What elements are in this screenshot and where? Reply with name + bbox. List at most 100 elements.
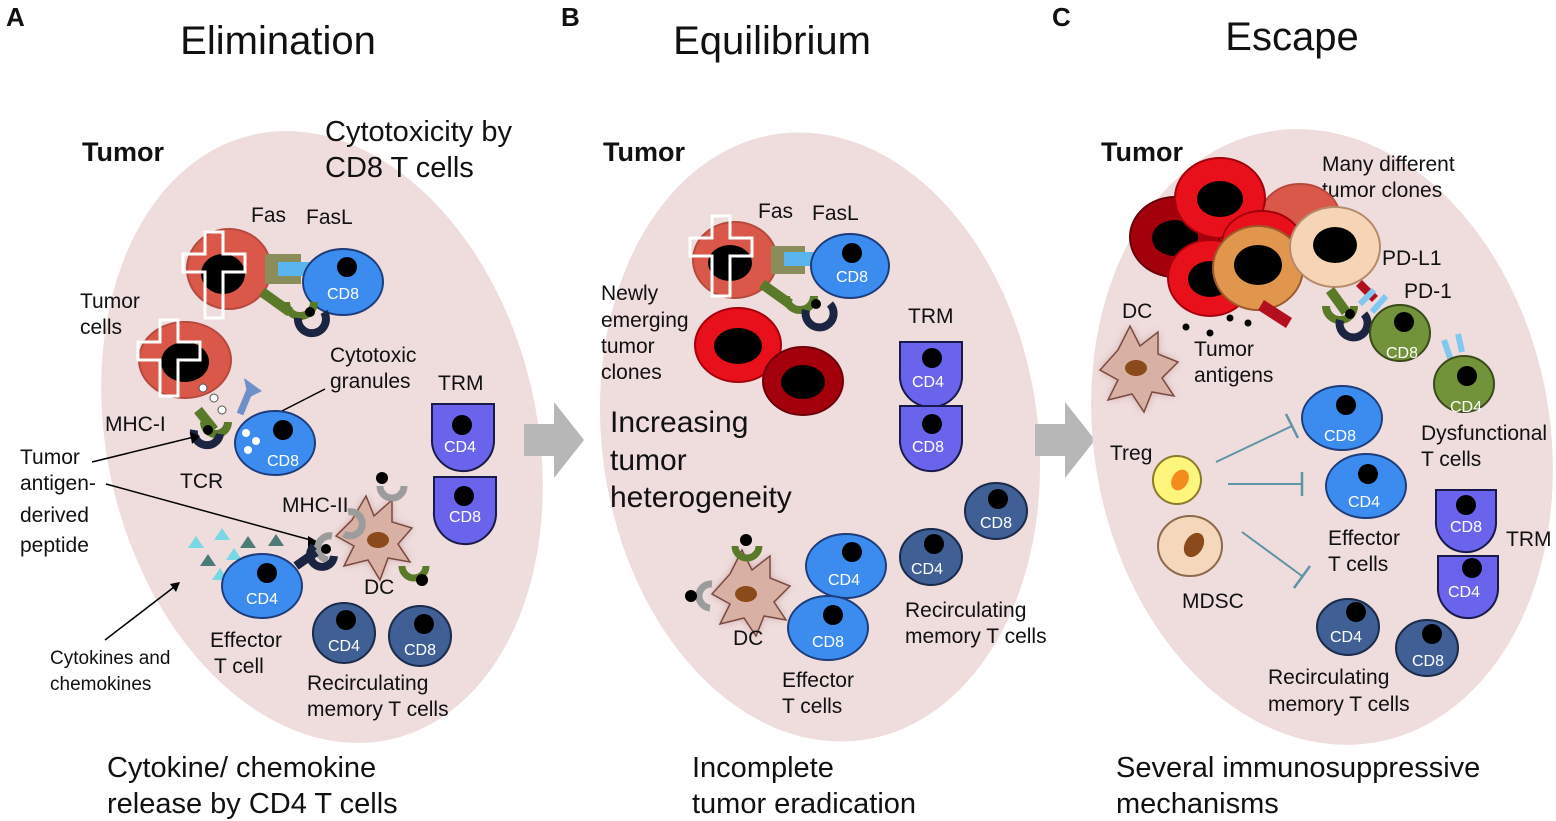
inhibition-line [1215, 425, 1293, 463]
cell-death-cross [136, 318, 202, 398]
cd4-label: CD4 [828, 572, 860, 589]
trm-cd8-cell [898, 405, 963, 472]
cd8-label: CD8 [912, 439, 944, 456]
tumor-clone-nucleus [1197, 181, 1243, 217]
fas-label: Fas [758, 200, 793, 223]
pointer-line [105, 483, 319, 543]
fasl-label: FasL [812, 202, 859, 225]
recirc-label-line1: Recirculating [905, 599, 1026, 622]
antigen-dot [1182, 323, 1190, 331]
effector-label-line2: T cells [1328, 553, 1388, 576]
cell-nucleus [414, 614, 434, 634]
peptide [305, 307, 315, 317]
cytokine-release-caption-line2: release by CD4 T cells [107, 788, 398, 820]
trm-label: TRM [1506, 528, 1552, 551]
tumor-cells-label-line2: cells [80, 316, 122, 339]
cd8-label: CD8 [1324, 428, 1356, 445]
panel-c: C Escape Tumor Many different tumor clon… [1052, 2, 1553, 820]
cytokine-marker [200, 554, 216, 566]
tcr-label: TCR [180, 470, 223, 493]
effector-label-line1: Effector [782, 669, 854, 692]
peptide [1345, 309, 1355, 319]
many-clones-line2: tumor clones [1322, 179, 1442, 202]
cell-nucleus [823, 605, 843, 625]
trm-cd4-cell [430, 403, 495, 472]
pd-1-label: PD-1 [1404, 280, 1452, 303]
tumor-label-a: Tumor [82, 137, 164, 167]
pointer-arrowhead [190, 432, 200, 444]
cytotoxic-granules-line1: Cytotoxic [330, 344, 416, 367]
fas-label: Fas [251, 204, 286, 227]
trm-cd8-cell [1434, 489, 1497, 554]
peptide-label-line2: antigen- [20, 472, 96, 495]
peptide [203, 425, 213, 435]
many-clones-line1: Many different [1322, 153, 1455, 176]
heterogeneity-label-line3: heterogeneity [610, 481, 792, 514]
newly-label-line1: Newly [601, 282, 659, 305]
cytokines-label-line1: Cytokines and [50, 648, 170, 669]
trm-label: TRM [438, 372, 484, 395]
cytokine-marker [268, 534, 284, 546]
tumor-label-c: Tumor [1101, 137, 1183, 167]
peptide [416, 574, 428, 586]
trm-label: TRM [908, 305, 954, 328]
cd8-effector-cell [234, 410, 316, 476]
dc-nucleus [735, 586, 757, 602]
memory-cd8-cell [1395, 619, 1459, 677]
newly-label-line3: tumor [601, 335, 655, 358]
antigen-dot [1206, 329, 1214, 337]
mhc-i-label: MHC-I [105, 413, 166, 436]
cytokine-marker [226, 548, 242, 560]
cell-nucleus [988, 489, 1008, 509]
panel-c-letter: C [1052, 2, 1071, 32]
cell-nucleus [1346, 602, 1366, 622]
peptide [811, 299, 821, 309]
pointer-line [277, 388, 326, 414]
cytokine-marker [214, 528, 230, 540]
transition-arrow-b-c [1035, 402, 1095, 478]
cd8-label: CD8 [812, 634, 844, 651]
pd-1-molecule [1357, 287, 1389, 314]
heterogeneity-label-line1: Increasing [610, 406, 748, 439]
cell-nucleus [336, 610, 356, 630]
cd8-label: CD8 [1386, 345, 1418, 362]
mhc-i-molecule [731, 545, 763, 562]
cytotoxic-granules-line2: granules [330, 370, 411, 393]
cd8-label: CD8 [404, 642, 436, 659]
antigens-label-line2: antigens [1194, 364, 1273, 387]
pd-l1-on-clone [1258, 300, 1292, 328]
tcr-receptor [1335, 311, 1372, 342]
treg-label: Treg [1110, 442, 1152, 465]
peptide [376, 472, 388, 484]
cell-death-cross [181, 230, 247, 320]
dc-label: DC [364, 576, 394, 599]
panel-a-title: Elimination [180, 19, 376, 63]
heterogeneity-label-line2: tumor [610, 444, 687, 477]
cd8-effector-cell [787, 595, 869, 661]
immunosuppressive-caption-line2: mechanisms [1116, 788, 1279, 820]
cd8-label: CD8 [836, 269, 868, 286]
dc-label: DC [733, 627, 763, 650]
mhc-ii-molecule [376, 485, 408, 502]
cd4-label: CD4 [1348, 494, 1380, 511]
effector-label-line2: T cell [214, 655, 264, 678]
tumor-clone-nucleus [714, 328, 762, 364]
cell-nucleus [1394, 312, 1414, 332]
granule [252, 437, 260, 445]
pd-l1-molecule [1356, 280, 1378, 302]
cd8-label: CD8 [1450, 519, 1482, 536]
cell-nucleus [1457, 366, 1477, 386]
antigen-dot [1244, 319, 1252, 327]
cd8-label: CD8 [267, 453, 299, 470]
cd4-effector-cell [1325, 453, 1407, 519]
panel-b-title: Equilibrium [673, 19, 871, 63]
mhc-ii-molecule [342, 508, 366, 540]
cell-nucleus [454, 486, 474, 506]
recirc-label-line2: memory T cells [1268, 693, 1410, 716]
cd4-label: CD4 [328, 638, 360, 655]
granule [198, 383, 208, 393]
tumor-clone-nucleus [781, 365, 825, 399]
immunosuppressive-caption-line1: Several immunosuppressive [1116, 752, 1480, 784]
granule-flow-arrowhead [244, 378, 262, 398]
granule [209, 393, 219, 403]
